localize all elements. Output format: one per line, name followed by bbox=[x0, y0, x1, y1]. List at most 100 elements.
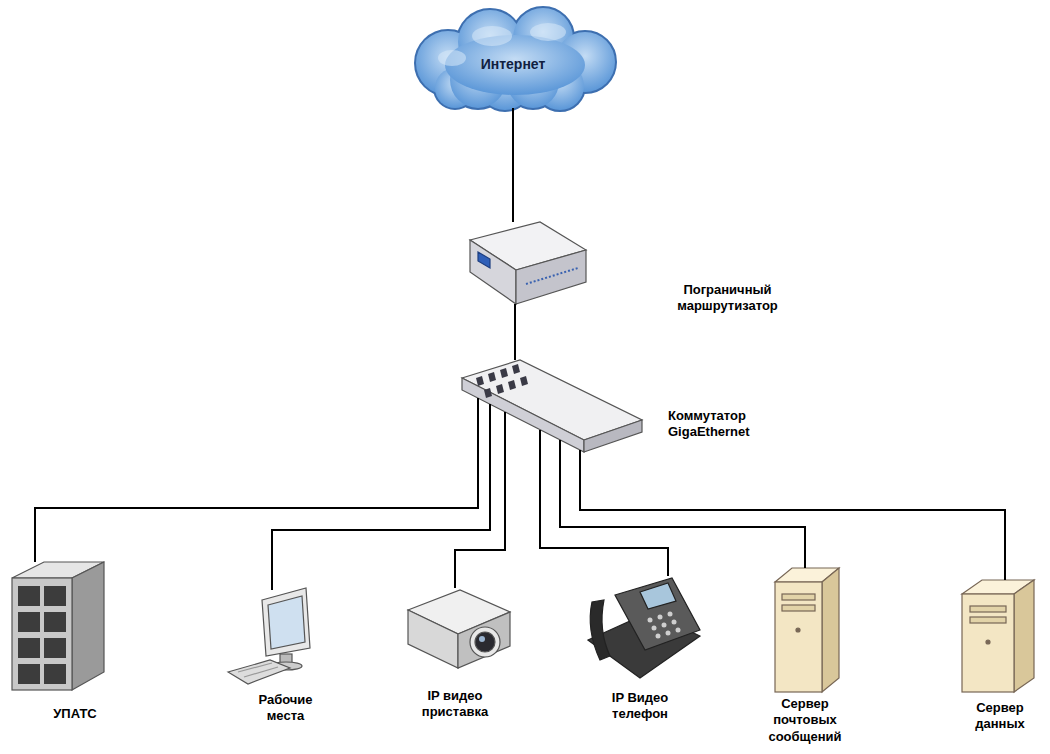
mail-server-icon: Сервер почтовых сообщений bbox=[775, 568, 839, 692]
phone-keys-part bbox=[652, 626, 657, 631]
phone-keys-part bbox=[656, 634, 661, 639]
video-box-drawing-part bbox=[479, 636, 485, 642]
cloud-node: Интернет bbox=[405, 8, 621, 108]
video-phone-icon: IP Видео телефон bbox=[585, 576, 703, 680]
pbx-drawing-part bbox=[72, 562, 104, 690]
router-drawing bbox=[470, 222, 586, 304]
pbx-panels bbox=[18, 586, 66, 684]
cloud-fill-part bbox=[445, 35, 585, 95]
workstation-drawing-part bbox=[262, 588, 310, 656]
router-icon: Пограничный маршрутизатор bbox=[470, 222, 586, 304]
phone-keys-part bbox=[668, 612, 673, 617]
pbx-panels-part bbox=[18, 664, 40, 684]
mail-server-drawing-part bbox=[782, 605, 815, 611]
video-phone-drawing-part bbox=[615, 578, 700, 650]
switch-ports bbox=[476, 364, 528, 398]
switch-ports-part bbox=[508, 380, 516, 390]
switch-port-stubs-part bbox=[539, 430, 541, 452]
cloud-outline bbox=[416, 8, 615, 110]
video-box-drawing-part bbox=[475, 632, 495, 652]
device-label: IP Видео телефон bbox=[600, 690, 680, 723]
data-server-drawing-part bbox=[1014, 580, 1034, 692]
network-link bbox=[514, 304, 516, 360]
switch-icon: Коммутатор GigaEthernet bbox=[462, 360, 642, 452]
workstation-drawing bbox=[228, 588, 310, 684]
pbx-panels-part bbox=[18, 612, 40, 632]
video-box-drawing bbox=[408, 590, 510, 668]
data-server-drawing bbox=[962, 580, 1034, 692]
data-server-icon: Сервер данных bbox=[962, 580, 1034, 692]
pbx-panels-part bbox=[44, 586, 66, 606]
switch-port-stubs-part bbox=[489, 404, 491, 452]
switch-port-stubs-part bbox=[559, 440, 561, 452]
switch-ports-part bbox=[520, 376, 528, 386]
cloud-highlight-part bbox=[438, 50, 466, 66]
video-phone-drawing-part bbox=[640, 583, 676, 609]
switch-ports-part bbox=[484, 388, 492, 398]
switch-ports-part bbox=[496, 384, 504, 394]
network-link bbox=[580, 452, 1005, 580]
device-label: Коммутатор GigaEthernet bbox=[668, 408, 793, 441]
switch-port-stubs-part bbox=[477, 398, 479, 452]
device-label: Сервер почтовых сообщений bbox=[760, 696, 850, 745]
cloud-shape bbox=[416, 8, 615, 110]
video-phone-drawing bbox=[588, 578, 700, 678]
workstation-drawing-part bbox=[268, 596, 305, 649]
switch-ports-part bbox=[488, 372, 496, 382]
mail-server-drawing bbox=[775, 568, 839, 692]
switch-drawing-part bbox=[584, 420, 642, 452]
workstation-icon: Рабочие места bbox=[228, 590, 314, 684]
data-server-drawing-part bbox=[962, 594, 1014, 692]
pbx-panels-part bbox=[44, 612, 66, 632]
phone-keys-part bbox=[666, 631, 671, 636]
data-server-drawing-part bbox=[970, 606, 1006, 612]
video-box-drawing-part bbox=[408, 610, 458, 668]
pbx-panels-part bbox=[18, 586, 40, 606]
pbx-drawing bbox=[12, 562, 104, 690]
mail-server-drawing-part bbox=[782, 594, 815, 600]
switch-ports-part bbox=[476, 376, 484, 386]
device-label: Пограничный маршрутизатор bbox=[665, 282, 790, 315]
node-title: Интернет bbox=[481, 56, 546, 74]
switch-port-stubs-part bbox=[579, 450, 581, 452]
workstation-drawing-part bbox=[244, 667, 278, 677]
network-link bbox=[512, 108, 514, 222]
mail-server-drawing-part bbox=[796, 628, 800, 632]
pbx-panels-part bbox=[44, 664, 66, 684]
switch-port-stubs-part bbox=[504, 412, 506, 452]
router-drawing-part bbox=[516, 250, 586, 304]
workstation-drawing-part bbox=[228, 660, 290, 684]
mail-server-drawing-part bbox=[822, 568, 839, 692]
network-link bbox=[35, 452, 478, 562]
phone-keys-part bbox=[672, 620, 677, 625]
network-link bbox=[272, 452, 490, 590]
switch-drawing-part bbox=[462, 378, 584, 452]
network-link bbox=[455, 452, 505, 588]
switch-drawing bbox=[462, 360, 642, 452]
pbx-icon: УПАТС bbox=[12, 562, 104, 690]
switch-ports-part bbox=[500, 368, 508, 378]
pbx-panels-part bbox=[18, 638, 40, 658]
video-box-icon: IP видео приставка bbox=[405, 588, 513, 680]
data-server-drawing-part bbox=[986, 640, 990, 644]
device-label: IP видео приставка bbox=[412, 688, 498, 721]
cloud-highlight-part bbox=[530, 23, 566, 41]
pbx-drawing-part bbox=[12, 578, 72, 690]
video-box-drawing-part bbox=[470, 627, 500, 657]
device-label: УПАТС bbox=[35, 706, 115, 722]
router-drawing-part bbox=[478, 252, 490, 268]
phone-keys bbox=[648, 612, 681, 639]
router-drawing-part bbox=[526, 268, 578, 284]
video-phone-drawing-part bbox=[590, 600, 610, 660]
mail-server-drawing-part bbox=[775, 582, 822, 692]
cloud-highlight-part bbox=[472, 26, 512, 46]
router-drawing-part bbox=[470, 240, 516, 304]
phone-keys-part bbox=[676, 628, 681, 633]
phone-keys-part bbox=[648, 618, 653, 623]
switch-ports-part bbox=[512, 364, 520, 374]
switch-port-stubs bbox=[478, 398, 580, 452]
